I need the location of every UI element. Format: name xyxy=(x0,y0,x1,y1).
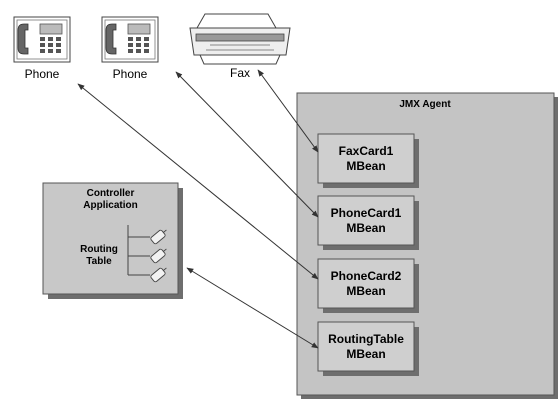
controller-title-line2: Application xyxy=(83,200,138,211)
phonecard1-mbean-box xyxy=(317,195,419,250)
faxcard1-type: MBean xyxy=(346,159,386,173)
phone-icon xyxy=(13,16,71,63)
arrow-controller-to-routingtable xyxy=(186,267,319,349)
arrow-phone1-to-phonecard2 xyxy=(77,83,319,280)
phonecard2-name: PhoneCard2 xyxy=(330,269,402,283)
phonecard2-type: MBean xyxy=(346,284,386,298)
fax-label: Fax xyxy=(229,66,250,80)
routing-table-label-line1: Routing xyxy=(80,244,118,255)
routingtable-name: RoutingTable xyxy=(328,332,404,346)
jmx-agent-title: JMX Agent xyxy=(399,99,451,110)
faxcard1-name: FaxCard1 xyxy=(338,144,394,158)
phone-icon xyxy=(101,16,159,63)
fax-icon xyxy=(189,13,291,65)
routing-table-label-line2: Table xyxy=(86,256,112,267)
phone-label: Phone xyxy=(112,67,148,81)
phonecard2-mbean-box xyxy=(317,258,419,313)
faxcard1-mbean-box xyxy=(317,133,419,188)
routingtable-type: MBean xyxy=(346,347,386,361)
routingtable-mbean-box xyxy=(317,321,419,376)
phonecard1-name: PhoneCard1 xyxy=(330,206,402,220)
phonecard1-type: MBean xyxy=(346,221,386,235)
phone-label: Phone xyxy=(24,67,60,81)
controller-title-line1: Controller xyxy=(86,188,135,199)
